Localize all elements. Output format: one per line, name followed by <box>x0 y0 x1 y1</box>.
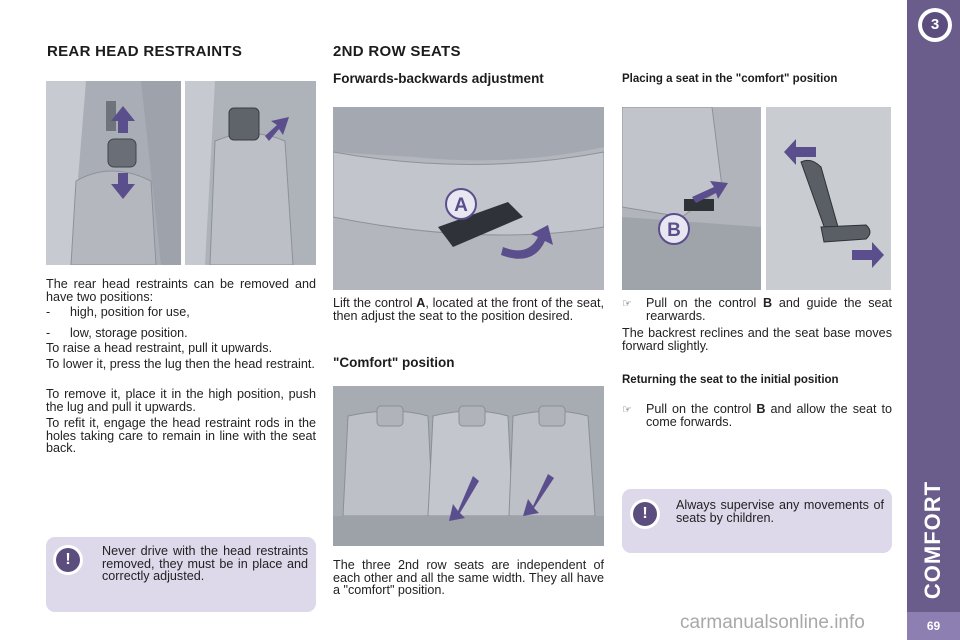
control-b-label: B <box>756 402 766 416</box>
bullet-text-pre: Pull on the control <box>646 402 757 416</box>
chapter-title-vertical: COMFORT <box>903 470 960 610</box>
list-dash: - <box>46 325 51 340</box>
label-a: A <box>454 195 468 216</box>
heading-2nd-row-seats: 2ND ROW SEATS <box>333 43 461 60</box>
paragraph-remove: To remove it, place it in the high posit… <box>46 387 316 414</box>
chapter-sidebar <box>907 0 960 640</box>
paragraph-raise: To raise a head restraint, pull it upwar… <box>46 341 273 355</box>
warning-text: Never drive with the head restraints rem… <box>102 544 308 583</box>
photo-seat-control-a: A <box>333 107 604 290</box>
bullet-pull-control-rearwards: ☞ Pull on the control B and guide the se… <box>622 297 892 322</box>
control-b-label: B <box>763 296 773 310</box>
warning-text: Always supervise any movements of seats … <box>676 498 884 525</box>
arrow-down-left-icon <box>449 476 479 521</box>
seat-reclining-illustration <box>766 107 891 290</box>
arrow-right-icon <box>852 242 884 268</box>
lift-text-pre: Lift the control <box>333 296 417 310</box>
heading-rear-head-restraints: REAR HEAD RESTRAINTS <box>47 43 243 60</box>
head-restraint-raise-illustration <box>46 81 181 265</box>
label-b-circle <box>658 213 690 245</box>
chapter-number: 3 <box>922 12 948 38</box>
warning-icon: ! <box>630 499 660 529</box>
list-item-text: low, storage position. <box>70 325 188 340</box>
paragraph-refit: To refit it, engage the head restraint r… <box>46 416 316 455</box>
subheading-comfort-position: "Comfort" position <box>333 355 455 370</box>
label-a-circle <box>445 188 477 220</box>
bullet-hand-icon: ☞ <box>622 404 632 416</box>
arrow-down-left-icon <box>523 474 554 516</box>
subheading-returning-initial: Returning the seat to the initial positi… <box>622 374 839 386</box>
bullet-pull-control-forwards: ☞ Pull on the control B and allow the se… <box>622 403 892 428</box>
photo-comfort-seats <box>333 386 604 546</box>
seat-control-a-illustration: A <box>333 107 604 290</box>
bullet-text: Pull on the control B and guide the seat… <box>646 297 892 322</box>
list-item-text: high, position for use, <box>70 305 190 319</box>
bullet-hand-icon: ☞ <box>622 298 632 310</box>
warning-icon: ! <box>53 545 83 575</box>
arrow-curved-icon <box>501 225 553 259</box>
arrow-diagonal-icon <box>265 117 289 141</box>
subheading-placing-comfort: Placing a seat in the "comfort" position <box>622 73 838 85</box>
paragraph-backrest-reclines: The backrest reclines and the seat base … <box>622 326 892 353</box>
watermark: carmanualsonline.info <box>680 612 865 633</box>
arrow-left-icon <box>784 139 816 165</box>
list-dash: - <box>46 305 51 319</box>
photo-seat-reclining <box>766 107 891 290</box>
arrow-down-icon <box>111 173 135 199</box>
photo-head-restraint-raise <box>46 81 181 265</box>
subheading-forwards-backwards: Forwards-backwards adjustment <box>333 71 544 86</box>
restraint-intro: The rear head restraints can be removed … <box>46 277 316 304</box>
photo-head-restraint-lug <box>185 81 316 265</box>
control-b-illustration: B <box>622 107 761 290</box>
list-item: - high, position for use, <box>46 306 316 319</box>
control-a-label: A <box>416 296 426 310</box>
comfort-seats-illustration <box>333 386 604 546</box>
page-number: 69 <box>907 612 960 640</box>
list-item: - low, storage position. <box>46 325 316 340</box>
photo-control-b: B <box>622 107 761 290</box>
bullet-text-pre: Pull on the control <box>646 296 764 310</box>
warning-box-head-restraints: ! Never drive with the head restraints r… <box>46 537 316 612</box>
lift-text-post: , located at the front of the seat, then… <box>333 296 605 323</box>
bullet-text-post: and guide the seat rearwards. <box>646 296 892 323</box>
head-restraint-lug-illustration <box>185 81 316 265</box>
label-b: B <box>667 220 681 241</box>
paragraph-lift-control: Lift the control A, located at the front… <box>333 297 604 322</box>
arrow-right-icon <box>692 181 728 203</box>
arrow-up-icon <box>111 106 135 133</box>
bullet-text: Pull on the control B and allow the seat… <box>646 403 892 428</box>
restraint-position-list: - high, position for use, - low, storage… <box>46 306 316 339</box>
paragraph-lower: To lower it, press the lug then the head… <box>46 357 315 371</box>
chapter-title: COMFORT <box>920 480 945 600</box>
warning-box-children: ! Always supervise any movements of seat… <box>622 489 892 553</box>
bullet-text-post: and allow the seat to come forwards. <box>646 402 892 429</box>
paragraph-comfort: The three 2nd row seats are independent … <box>333 558 604 597</box>
